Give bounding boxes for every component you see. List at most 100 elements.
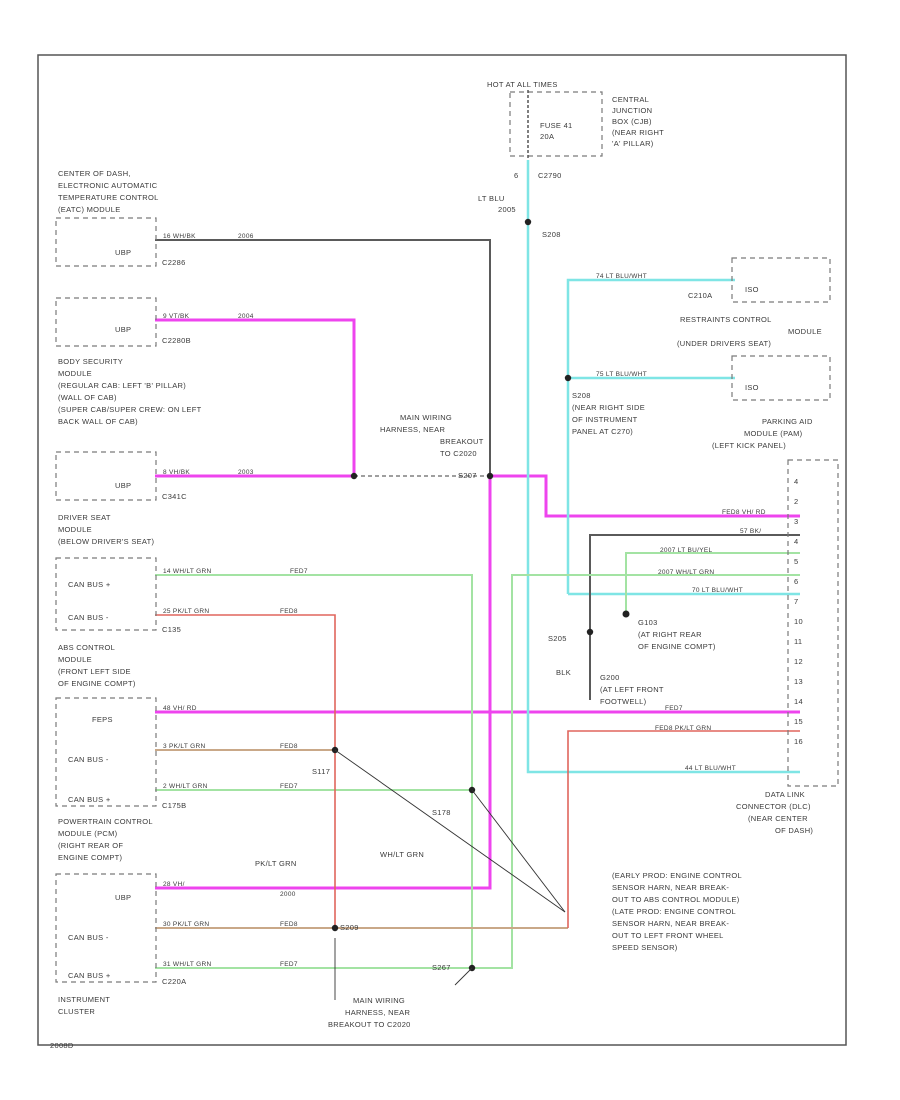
s209-label: S209 [340,923,359,932]
rcm-pin-a: ISO [745,285,759,294]
abs-name-2: (FRONT LEFT SIDE [58,667,131,676]
g103-1: (AT RIGHT REAR [638,630,702,639]
wire-ipc-ubp [155,478,492,890]
abs-pin-canm: CAN BUS - [68,613,109,622]
abs-wire-canm: 25 PK/LT GRN [163,608,209,615]
cjb-name-3: (NEAR RIGHT [612,128,664,137]
rcm-name-1: MODULE [788,327,822,336]
splice-dsm [350,472,358,480]
wire-dlc-canm [567,730,800,928]
wire-abs-canm [155,614,336,928]
eatc-circuit: 2006 [238,233,254,240]
early-late-3: (LATE PROD: ENGINE CONTROL [612,907,736,916]
rcm-box-a [731,257,831,303]
pam-name-2: (LEFT KICK PANEL) [712,441,786,450]
pcm-pin-canm: CAN BUS - [68,755,109,764]
rcm-name-0: RESTRAINTS CONTROL [680,315,772,324]
eatc-name-3: (EATC) MODULE [58,205,121,214]
dsm-pin: UBP [115,481,131,490]
early-late-1: SENSOR HARN, NEAR BREAK- [612,883,729,892]
pcm-wire-canm: 3 PK/LT GRN [163,743,205,750]
dlc-row-4: 70 LT BLU/WHT [692,587,743,594]
dlc-row-7: 44 LT BLU/WHT [685,765,736,772]
wire-bsm-ubp [155,318,356,476]
s267-label: S267 [432,963,451,972]
wire-ubp-bus [488,474,800,518]
fuse-splice: S208 [542,230,561,239]
dsm-name-1: MODULE [58,525,92,534]
abs-pin-canp: CAN BUS + [68,580,111,589]
eatc-pin: UBP [115,248,131,257]
dlc-box [787,459,839,787]
s178-label: S178 [432,808,451,817]
bsm-name-2: (REGULAR CAB: LEFT 'B' PILLAR) [58,381,186,390]
eatc-name-1: ELECTRONIC AUTOMATIC [58,181,158,190]
dlc-pin-number: 10 [794,617,803,626]
rcm-splice-2: OF INSTRUMENT [572,415,638,424]
dlc-pin-number: 4 [794,537,798,546]
rcm-splice-3: PANEL AT C270) [572,427,633,436]
footer-code: 2008D [50,1041,74,1050]
wire-fuse-feed [526,160,800,774]
dsm-connector: C341C [162,492,187,501]
pcm-name-1: MODULE (PCM) [58,829,118,838]
abs-box [55,557,157,631]
abs-circ-canm: FED8 [280,608,298,615]
eatc-name-2: TEMPERATURE CONTROL [58,193,159,202]
rcm-pin-b: ISO [745,383,759,392]
pcm-wire-canp: 2 WH/LT GRN [163,783,208,790]
pam-name-0: PARKING AID [762,417,813,426]
early-late-0: (EARLY PROD: ENGINE CONTROL [612,871,742,880]
fuse-hot-label: HOT AT ALL TIMES [487,80,558,89]
abs-name-1: MODULE [58,655,92,664]
dlc-pin-number: 4 [794,477,798,486]
main-top-2: BREAKOUT [440,437,484,446]
fuse-pin: 6 [514,171,518,180]
ipc-circ-canp: FED7 [280,961,298,968]
cjb-name-2: BOX (CJB) [612,117,652,126]
dsm-wire: 8 VH/BK [163,469,190,476]
early-late-4: SENSOR HARN, NEAR BREAK- [612,919,729,928]
diagram-frame [37,54,847,1046]
s117-label: S117 [312,767,330,776]
pcm-name-3: ENGINE COMPT) [58,853,123,862]
abs-wire-canp: 14 WH/LT GRN [163,568,212,575]
early-late-2: OUT TO ABS CONTROL MODULE) [612,895,740,904]
g200-0: G200 [600,673,620,682]
g103-2: OF ENGINE COMPT) [638,642,716,651]
pam-name-1: MODULE (PAM) [744,429,803,438]
bsm-pin: UBP [115,325,131,334]
fuse-connector: C2790 [538,171,562,180]
abs-circ-canp: FED7 [290,568,308,575]
abs-name-3: OF ENGINE COMPT) [58,679,136,688]
splice-rcm [564,374,572,382]
whlt-label: WH/LT GRN [380,850,424,859]
main-top-1: HARNESS, NEAR [380,425,445,434]
ipc-wire-ubp: 28 VH/ [163,881,185,888]
bsm-connector: C2280B [162,336,191,345]
dlc-row-0: FED8 VH/ RD [722,509,766,516]
dlc-row-5: FED7 [665,705,683,712]
blk-label: BLK [556,668,571,677]
s207-top: S207 [458,471,477,480]
bsm-name-5: BACK WALL OF CAB) [58,417,138,426]
dlc-pin-number: 6 [794,577,798,586]
dlc-pin-number: 12 [794,657,803,666]
rcm-splice-0: S208 [572,391,591,400]
rcm-wire-b: 75 LT BLU/WHT [596,371,647,378]
main-top-0: MAIN WIRING [400,413,452,422]
main-bottom-1: HARNESS, NEAR [345,1008,410,1017]
cjb-name-4: 'A' PILLAR) [612,139,654,148]
ipc-name-0: INSTRUMENT [58,995,110,1004]
ipc-circ-ubp: 2000 [280,891,296,898]
wire-rcm-a [566,278,735,594]
dlc-desc-2: (NEAR CENTER [748,814,808,823]
leader-s117 [334,749,566,913]
wire-abs-canp [155,574,473,968]
cjb-box [509,91,603,157]
abs-name-0: ABS CONTROL [58,643,115,652]
pcm-name-2: (RIGHT REAR OF [58,841,123,850]
bsm-name-3: (WALL OF CAB) [58,393,117,402]
